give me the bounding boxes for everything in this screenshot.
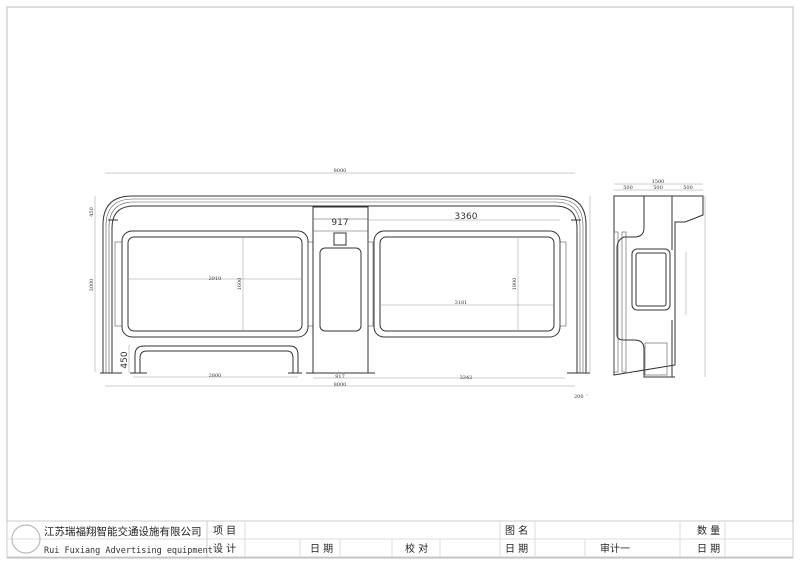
dim-side-seg3: 500 bbox=[683, 185, 693, 191]
label-quantity: 数 量 bbox=[697, 524, 720, 537]
dim-roof-height: 450 bbox=[89, 207, 95, 217]
dim-side-seg1: 500 bbox=[623, 185, 633, 191]
company-logo-icon bbox=[11, 524, 41, 554]
label-project: 项 目 bbox=[213, 525, 236, 537]
dim-right-bottom: 3342 bbox=[460, 375, 473, 381]
dim-left-panel-width: 2910 bbox=[209, 276, 222, 282]
label-design: 设 计 bbox=[213, 542, 236, 555]
label-date-3: 日 期 bbox=[697, 543, 720, 555]
dim-right-section: 3360 bbox=[455, 212, 478, 222]
side-view: 1500 500 500 500 bbox=[613, 179, 706, 378]
dim-right-panel-height: 1800 bbox=[512, 278, 518, 291]
dim-total-height: 3000 bbox=[89, 279, 95, 292]
dim-overall-top: 8000 bbox=[334, 168, 347, 174]
dim-side-seg2: 500 bbox=[653, 185, 663, 191]
label-drawing-name: 图 名 bbox=[505, 524, 528, 537]
dim-bench-width: 2800 bbox=[209, 373, 222, 379]
title-block: 江苏瑞福翔智能交通设施有限公司 Rui Fuxiang Advertising … bbox=[6, 520, 794, 558]
label-audit: 审计一 bbox=[600, 542, 630, 555]
dim-side-depth: 1500 bbox=[652, 179, 665, 185]
company-name-en: Rui Fuxiang Advertising equipment bbox=[44, 546, 213, 556]
dim-left-panel-height: 1600 bbox=[237, 278, 243, 291]
dim-bench-height: 450 bbox=[120, 351, 130, 368]
dim-base-offset: 200 bbox=[574, 394, 584, 400]
label-date-1: 日 期 bbox=[310, 543, 333, 555]
label-date-2: 日 期 bbox=[505, 543, 528, 555]
drawing-border bbox=[6, 6, 794, 559]
label-check: 校 对 bbox=[405, 542, 428, 555]
dim-center-top: 917 bbox=[331, 218, 348, 228]
dim-center-bottom: 917 bbox=[335, 374, 345, 380]
dim-overall-bottom: 8000 bbox=[334, 382, 347, 388]
company-name-cn: 江苏瑞福翔智能交通设施有限公司 bbox=[44, 525, 202, 538]
front-view: 8000 450 3000 2910 1600 917 3360 bbox=[89, 168, 591, 400]
dim-right-panel-width: 3181 bbox=[455, 300, 468, 306]
